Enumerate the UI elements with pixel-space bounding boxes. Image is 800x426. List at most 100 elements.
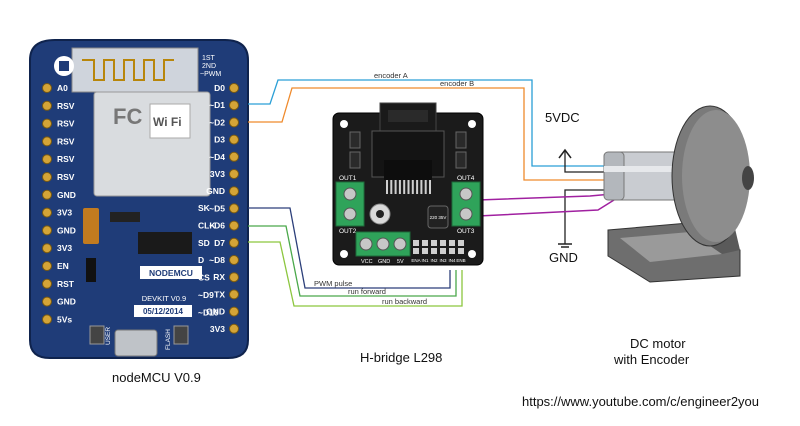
flash-button — [173, 325, 189, 345]
wire-motor-b — [477, 199, 615, 217]
header-pin — [449, 248, 455, 254]
header-pin-label: IN1 — [421, 258, 429, 263]
pin-hole-right — [229, 306, 239, 317]
pin-label-inner: CS — [198, 273, 210, 283]
ground-label: GND — [549, 250, 578, 265]
pin-hole-left — [42, 83, 52, 93]
motor-caption-1: DC motor — [630, 336, 686, 351]
pin-hole-right — [229, 323, 239, 334]
chip-leg — [386, 180, 388, 194]
pin-hole-right — [229, 237, 239, 248]
date-label: 05/12/2014 — [143, 307, 184, 316]
hbridge-caption: H-bridge L298 — [360, 350, 442, 365]
pin-label-left: RST — [57, 279, 75, 289]
pin-label-left: GND — [57, 297, 76, 307]
pin-label-left: 3V3 — [57, 208, 72, 218]
chip-leg — [390, 180, 393, 194]
pin-label-inner: CLK — [198, 220, 216, 230]
supply-arrow-icon — [558, 148, 572, 159]
pin-hole-right — [229, 134, 239, 145]
pin-label-left: RSV — [57, 119, 75, 129]
header-pin-label: IN4 — [448, 258, 456, 263]
pin-label-right: D3 — [214, 135, 225, 145]
pin-label-left: GND — [57, 225, 76, 235]
fc-mark: FC — [113, 104, 142, 129]
label-pwm: ~PWM — [200, 71, 221, 78]
pin-label-right: TX — [214, 289, 225, 299]
wire-encoder-b — [248, 87, 604, 181]
pin-hole-left — [42, 243, 52, 254]
pin-label-left: RSV — [57, 172, 75, 182]
l298-chip-legs — [386, 180, 431, 194]
hbridge-board: OUT1 OUT2 OUT4 OUT3 220 35V VCC GND 5V E… — [332, 102, 484, 266]
label-encoder-b: encoder B — [440, 79, 474, 88]
header-pin — [449, 240, 455, 246]
out4-label: OUT4 — [457, 175, 475, 182]
chip-leg — [416, 180, 419, 194]
pin-hole-right — [229, 272, 239, 283]
pin-label-right: ~D8 — [209, 255, 225, 265]
pin-label-right: ~D4 — [209, 152, 225, 162]
nodemcu-caption: nodeMCU V0.9 — [112, 370, 201, 385]
header-pin — [431, 248, 437, 254]
wires — [248, 79, 615, 307]
label-2nd: 2ND — [202, 63, 216, 70]
pin-label-left: RSV — [57, 101, 75, 111]
pin-label-inner: D — [198, 255, 204, 265]
pin-hole-right — [229, 169, 239, 179]
cap-label: 220 35V — [430, 215, 447, 220]
pin-hole-left — [42, 296, 52, 307]
pin-hole-left — [42, 261, 52, 271]
chip-leg — [429, 180, 431, 194]
pin-hole-right — [229, 255, 239, 265]
pin-label-inner: ~D9 — [198, 290, 214, 300]
footer-url[interactable]: https://www.youtube.com/c/engineer2you — [522, 394, 759, 409]
pin-hole-left — [42, 278, 52, 289]
wifi-mark: Wi Fi — [153, 115, 182, 129]
label-1st: 1ST — [202, 55, 216, 62]
pin-label-right: ~D6 — [209, 221, 225, 231]
pin-label-left: RSV — [57, 154, 75, 164]
wire-5vdc — [564, 150, 604, 173]
out3-label: OUT3 — [457, 228, 475, 235]
header-pin-label: IN3 — [439, 258, 447, 263]
motor-caption-2: with Encoder — [613, 352, 690, 367]
chip-leg — [394, 180, 397, 194]
header-pin-label: ENA — [411, 258, 420, 263]
wire-gnd — [564, 189, 604, 244]
pin-label-right: 3V3 — [210, 169, 225, 179]
chip-leg — [420, 180, 423, 194]
pin-hole-left — [42, 118, 52, 129]
pin-hole-left — [42, 225, 52, 236]
pin-label-right: D7 — [214, 238, 225, 248]
header-pin — [431, 240, 437, 246]
wire-motor-a — [477, 193, 613, 201]
header-pin — [422, 248, 428, 254]
out2-label: OUT2 — [339, 228, 357, 235]
chip-leg — [411, 180, 414, 194]
pin-hole-left — [42, 136, 52, 147]
pin-hole-right — [229, 151, 239, 162]
supply-label: 5VDC — [545, 110, 580, 125]
chip-leg — [403, 180, 406, 194]
header-pin-label: ENB — [456, 258, 465, 263]
pin-hole-right — [229, 186, 239, 197]
pin-hole-left — [42, 154, 52, 165]
pin-hole-right — [229, 289, 239, 300]
chip-leg — [407, 180, 410, 194]
pin-label-right: ~D1 — [209, 100, 225, 110]
pin-hole-right — [229, 83, 239, 93]
pin-label-right: ~D2 — [209, 117, 225, 127]
chip-leg — [424, 180, 427, 194]
user-button — [89, 325, 105, 345]
pin-label-right: 3V3 — [210, 324, 225, 334]
pin-hole-right — [229, 117, 239, 128]
header-pin — [413, 248, 419, 254]
ground-icon — [558, 243, 572, 248]
label-run-forward: run forward — [348, 287, 386, 296]
